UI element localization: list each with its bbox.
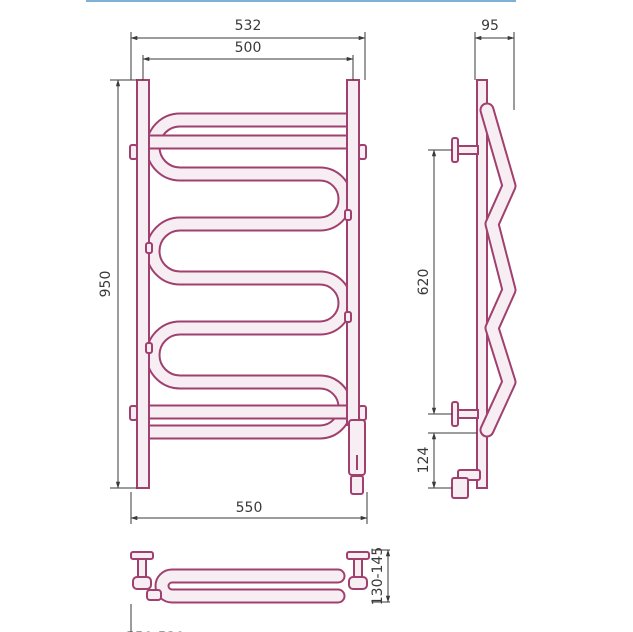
dim-mount-spacing: 620 [416, 269, 432, 296]
dim-inner-width: 500 [235, 40, 262, 56]
side-brackets [451, 137, 479, 427]
heater-element [348, 419, 366, 495]
dim-height: 950 [98, 271, 114, 298]
front-dimensions: 532 500 950 550 [98, 18, 368, 524]
front-view [129, 79, 367, 495]
side-heater [451, 469, 481, 499]
left-collector [136, 79, 150, 489]
side-view [451, 79, 517, 499]
dim-bottom-width: 550 [236, 500, 263, 516]
right-collector [346, 79, 360, 426]
side-collector [476, 79, 488, 489]
top-view: 130-145 550-530 [126, 547, 391, 632]
dim-wall-gap: 130-145 [370, 547, 386, 606]
dim-bottom-cut: 550-530 [126, 630, 185, 632]
dim-lower-offset: 124 [416, 447, 432, 474]
mounting-knobs [129, 144, 367, 421]
dim-outer-width: 532 [235, 18, 262, 34]
side-dimensions: 95 620 124 [416, 18, 515, 489]
dim-depth: 95 [481, 18, 499, 34]
serpentine-pipe [142, 112, 360, 440]
top-brackets [130, 551, 370, 601]
